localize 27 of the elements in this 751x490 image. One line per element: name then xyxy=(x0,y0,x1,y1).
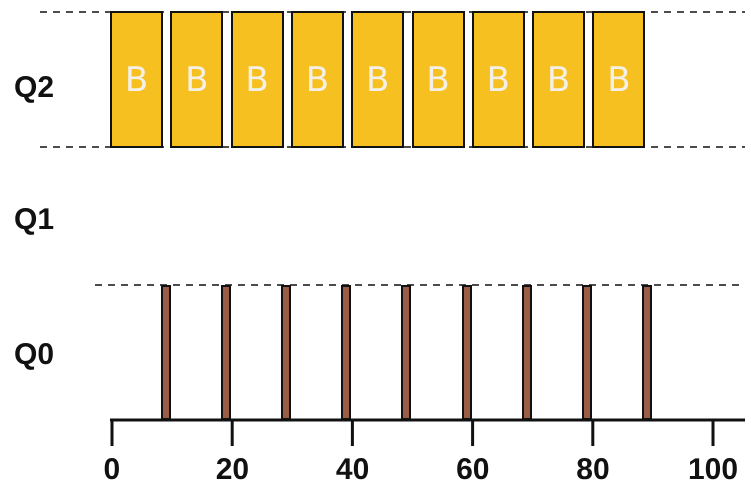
b-block: B xyxy=(351,11,404,148)
pulse-bar xyxy=(341,285,352,420)
tick-label: 80 xyxy=(576,455,610,485)
b-block: B xyxy=(170,11,224,148)
row-label: Q0 xyxy=(14,340,54,370)
pulse-bar xyxy=(462,285,472,420)
pulse-bar xyxy=(522,285,532,420)
pulse-bar xyxy=(582,285,592,420)
b-block: B xyxy=(110,11,163,148)
tick-label: 20 xyxy=(216,455,250,485)
tick-label: 100 xyxy=(688,455,738,485)
b-block: B xyxy=(230,11,284,148)
b-block: B xyxy=(412,11,464,148)
pulse-bar xyxy=(221,285,232,420)
tick-label: 60 xyxy=(456,455,490,485)
pulse-bar xyxy=(642,285,652,420)
pulse-bar xyxy=(401,285,412,420)
row-label: Q1 xyxy=(14,205,54,235)
row-label: Q2 xyxy=(14,73,54,103)
b-block: B xyxy=(290,11,344,148)
b-block: B xyxy=(472,11,525,148)
pulse-bar xyxy=(281,285,292,420)
tick-label: 40 xyxy=(336,455,370,485)
pulse-bar xyxy=(161,285,172,420)
b-block: B xyxy=(592,11,646,148)
tick-label: 0 xyxy=(104,455,120,485)
b-block: B xyxy=(532,11,586,148)
